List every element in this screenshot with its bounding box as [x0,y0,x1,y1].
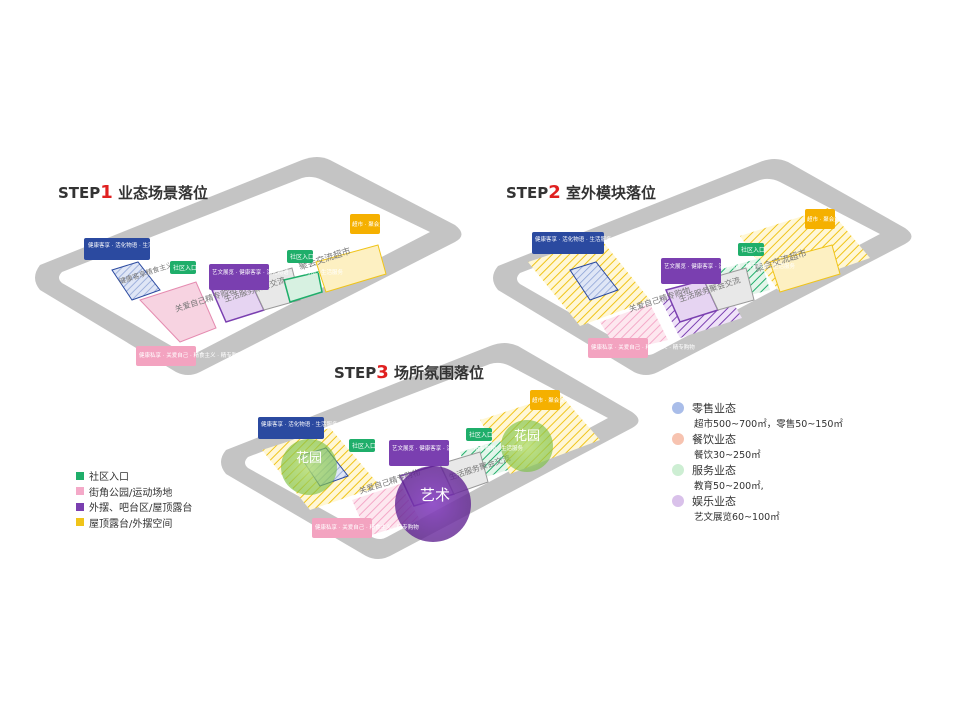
step1-number: 1 [100,182,113,203]
legend-swatch [76,487,84,496]
garden-label: 花园 [296,450,322,466]
tag-entrance-text: 社区入口 [741,246,765,254]
legend-category: 零售业态 [672,400,843,416]
tag-entrance-text: 社区入口 [173,264,197,272]
legend-dot [672,402,684,414]
tag-health-text: 健康客享 · 活化物语 · 生活服务 · 精食主义 [88,241,192,249]
legend-category: 餐饮业态 [672,431,843,447]
legend-label: 社区入口 [89,472,129,484]
legend-detail: 餐饮30~250㎡ [694,450,761,461]
tag-entrance: 社区入口 [287,250,314,263]
legend-category: 服务业态 [672,462,843,478]
tag-health: 健康客享 · 活化物语 · 生活服务 · 精食主义 [532,232,639,254]
tag-private: 健康私享 · 关爱自己 · 精食主义 · 精专购物 [312,518,419,538]
tag-art: 艺文展览 · 健康客享 · 活化物语 · 精专购物 · 生活服务 [389,440,523,466]
tag-health-text: 健康客享 · 活化物语 · 生活服务 · 精食主义 [535,235,639,243]
tag-supermarket-text: 超市 · 聚会交流 [807,215,846,223]
legend-dot [672,464,684,476]
tag-entrance-text: 社区入口 [290,253,314,261]
legend-zones: 社区入口 街角公园/运动场地 外摆、吧台区/屋顶露台 屋顶露台/外摆空间 [76,468,192,530]
tag-private-text: 健康私享 · 关爱自己 · 精食主义 · 精专购物 [591,343,695,351]
tag-art-text: 艺文展览 · 健康客享 · 活化物语 · 精专购物 · 生活服务 [664,262,795,270]
legend-detail: 超市500~700㎡，零售50~150㎡ [694,419,843,430]
legend-detail: 教育50~200㎡, [694,481,764,492]
parcel-blue [111,261,161,301]
legend-label: 娱乐业态 [692,495,736,508]
callouts: 健康客享 · 活化物语 · 生活服务 · 精食主义 社区入口 社区入口 艺文展览… [84,209,846,538]
legend-swatch [76,502,84,511]
parcel-blue [569,261,619,301]
garden-circle [501,420,553,472]
legend-category: 娱乐业态 [672,493,843,509]
legend-item: 社区入口 [76,468,192,484]
legend-label: 服务业态 [692,464,736,477]
parcel-pink [139,281,217,343]
parcel-yellow [769,244,841,293]
atmosphere-labels: 花园 花园 艺术 [296,428,540,504]
legend-swatch [76,518,84,527]
tag-entrance-text: 社区入口 [469,431,493,439]
legend-swatch [76,471,84,480]
tag-entrance-text: 社区入口 [352,442,376,450]
tag-health: 健康客享 · 活化物语 · 生活服务 · 精食主义 [258,417,365,439]
tag-entrance: 社区入口 [738,243,765,256]
tag-art-text: 艺文展览 · 健康客享 · 活化物语 · 精专购物 · 生活服务 [212,268,343,276]
tag-entrance: 社区入口 [170,261,197,274]
garden-circle [281,439,337,495]
step1-prefix: STEP [58,184,101,202]
parcel-yellow [315,244,387,293]
svg-text:健康客享 · 活化物语 · 生活服务 · 精食主义: 健康客享 · 活化物语 · 生活服务 · 精食主义 [88,241,192,249]
tag-supermarket: 超市 · 聚会交流 [350,214,391,234]
tag-health: 健康客享 · 活化物语 · 生活服务 · 精食主义 [84,238,192,260]
legend-item: 街角公园/运动场地 [76,484,192,500]
art-circle [395,466,471,542]
garden-label: 花园 [514,428,540,444]
tag-entrance: 社区入口 [349,439,376,452]
tag-private-text: 健康私享 · 关爱自己 · 精食主义 · 精专购物 [315,523,419,531]
tag-health-text: 健康客享 · 活化物语 · 生活服务 · 精食主义 [261,420,365,428]
legend-label: 餐饮业态 [692,433,736,446]
art-label: 艺术 [420,486,450,504]
step2-title: STEP2 室外模块落位 [506,182,656,203]
tag-art: 艺文展览 · 健康客享 · 活化物语 · 精专购物 · 生活服务 [209,264,343,290]
step1-text: 业态场景落位 [118,184,209,202]
tag-entrance: 社区入口 [466,428,493,441]
step3-title: STEP3 场所氛围落位 [334,362,484,383]
legend-label: 街角公园/运动场地 [89,487,173,499]
legend-business: 零售业态 超市500~700㎡，零售50~150㎡ 餐饮业态 餐饮30~250㎡… [672,400,843,524]
tag-supermarket: 超市 · 聚会交流 [805,209,846,229]
legend-item: 外摆、吧台区/屋顶露台 [76,499,192,515]
tag-private: 健康私享 · 关爱自己 · 精食主义 · 精专购物 [588,338,695,358]
legend-label: 零售业态 [692,402,736,415]
legend-item: 屋顶露台/外摆空间 [76,515,192,531]
tag-supermarket: 超市 · 聚会交流 [530,390,571,410]
tag-supermarket-text: 超市 · 聚会交流 [532,396,571,404]
step3-prefix: STEP [334,364,377,382]
step2-prefix: STEP [506,184,549,202]
tag-art: 艺文展览 · 健康客享 · 活化物语 · 精专购物 · 生活服务 [661,258,795,284]
legend-label: 外摆、吧台区/屋顶露台 [89,503,193,515]
legend-dot [672,433,684,445]
step2-text: 室外模块落位 [566,184,657,202]
step1-title: STEP1 业态场景落位 [58,182,208,203]
legend-detail: 艺文展览60~100㎡ [694,512,780,523]
step3-number: 3 [376,362,389,383]
tag-art-text: 艺文展览 · 健康客享 · 活化物语 · 精专购物 · 生活服务 [392,444,523,452]
parcel-green [283,271,323,303]
step2-number: 2 [548,182,561,203]
step3-text: 场所氛围落位 [394,364,485,382]
tag-private: 健康私享 · 关爱自己 · 精食主义 · 精专购物 [136,346,243,366]
tag-private-text: 健康私享 · 关爱自己 · 精食主义 · 精专购物 [139,351,243,359]
legend-label: 屋顶露台/外摆空间 [89,518,173,530]
legend-dot [672,495,684,507]
tag-supermarket-text: 超市 · 聚会交流 [352,220,391,228]
